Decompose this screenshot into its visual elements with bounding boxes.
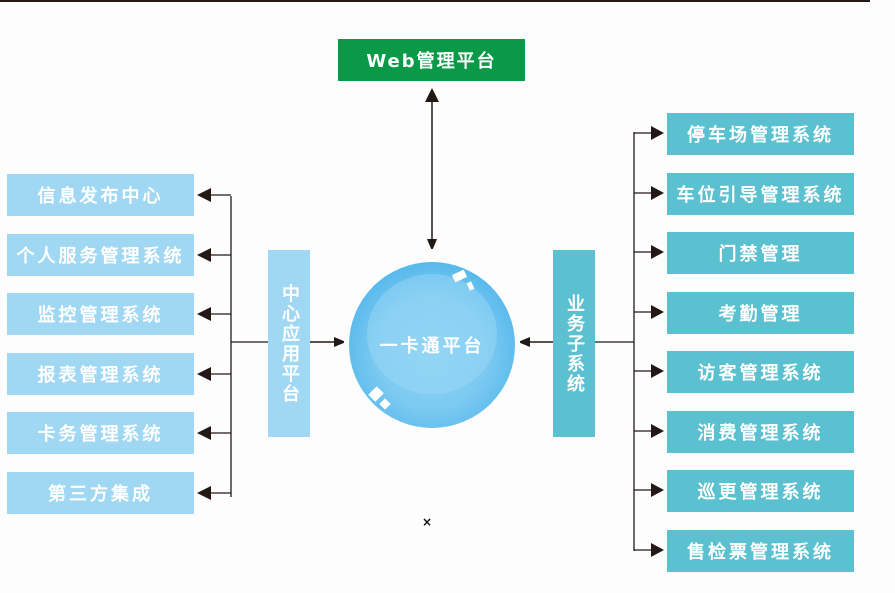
right-arrowhead (651, 364, 664, 378)
web-management-platform[interactable]: Web管理平台 (338, 39, 525, 81)
right-arrowhead (651, 483, 664, 497)
right-arrowhead (651, 186, 664, 200)
left-system-label: 报表管理系统 (37, 365, 164, 386)
left-system-item[interactable]: 信息发布中心 (7, 174, 194, 216)
center-application-platform[interactable]: 中心应用平台 (268, 250, 310, 437)
right-system-item[interactable]: 车位引导管理系统 (667, 173, 854, 215)
right-arrowhead (651, 305, 664, 319)
left-system-item[interactable]: 个人服务管理系统 (7, 234, 194, 276)
right-system-item[interactable]: 停车场管理系统 (667, 113, 854, 155)
right-system-item[interactable]: 访客管理系统 (667, 351, 854, 393)
left-arrowhead (197, 486, 211, 500)
right-system-label: 车位引导管理系统 (676, 185, 845, 206)
right-system-item[interactable]: 巡更管理系统 (667, 470, 854, 512)
right-system-item[interactable]: 考勤管理 (667, 292, 854, 334)
right-system-label: 消费管理系统 (697, 423, 824, 444)
one-card-platform-core[interactable]: 一卡通平台 (349, 262, 515, 428)
left-system-item[interactable]: 卡务管理系统 (7, 412, 194, 454)
right-arrowhead (651, 126, 664, 140)
center-app-label: 中心应用平台 (279, 283, 300, 404)
left-arrowhead (197, 426, 211, 440)
business-subsystems-label: 业务子系统 (564, 293, 585, 394)
left-system-item[interactable]: 监控管理系统 (7, 293, 194, 335)
web-arrowhead-up (425, 88, 439, 102)
stray-x-mark: × (422, 515, 433, 529)
left-arrowhead (197, 367, 211, 381)
right-system-label: 门禁管理 (718, 244, 803, 265)
right-arrowhead (651, 424, 664, 438)
left-system-label: 第三方集成 (48, 484, 153, 505)
right-system-item[interactable]: 售检票管理系统 (667, 530, 854, 572)
left-arrowhead (197, 248, 211, 262)
left-arrowhead (197, 307, 211, 321)
right-arrowhead (651, 245, 664, 259)
left-system-label: 信息发布中心 (37, 186, 164, 207)
left-arrowhead (197, 188, 211, 202)
right-system-label: 访客管理系统 (697, 363, 824, 384)
right-system-item[interactable]: 消费管理系统 (667, 411, 854, 453)
business-subsystems[interactable]: 业务子系统 (553, 250, 595, 437)
left-system-item[interactable]: 第三方集成 (7, 472, 194, 514)
right-system-label: 售检票管理系统 (687, 542, 834, 563)
web-platform-label: Web管理平台 (366, 51, 497, 72)
right-system-label: 巡更管理系统 (697, 482, 824, 503)
left-system-label: 个人服务管理系统 (16, 246, 185, 267)
left-system-label: 监控管理系统 (37, 305, 164, 326)
right-system-item[interactable]: 门禁管理 (667, 232, 854, 274)
top-border-line (0, 0, 870, 2)
left-system-item[interactable]: 报表管理系统 (7, 353, 194, 395)
right-system-label: 考勤管理 (718, 304, 803, 325)
left-system-label: 卡务管理系统 (37, 424, 164, 445)
orb-highlight (367, 274, 497, 394)
core-label: 一卡通平台 (379, 336, 485, 357)
right-arrowhead (651, 543, 664, 557)
right-system-label: 停车场管理系统 (687, 125, 834, 146)
